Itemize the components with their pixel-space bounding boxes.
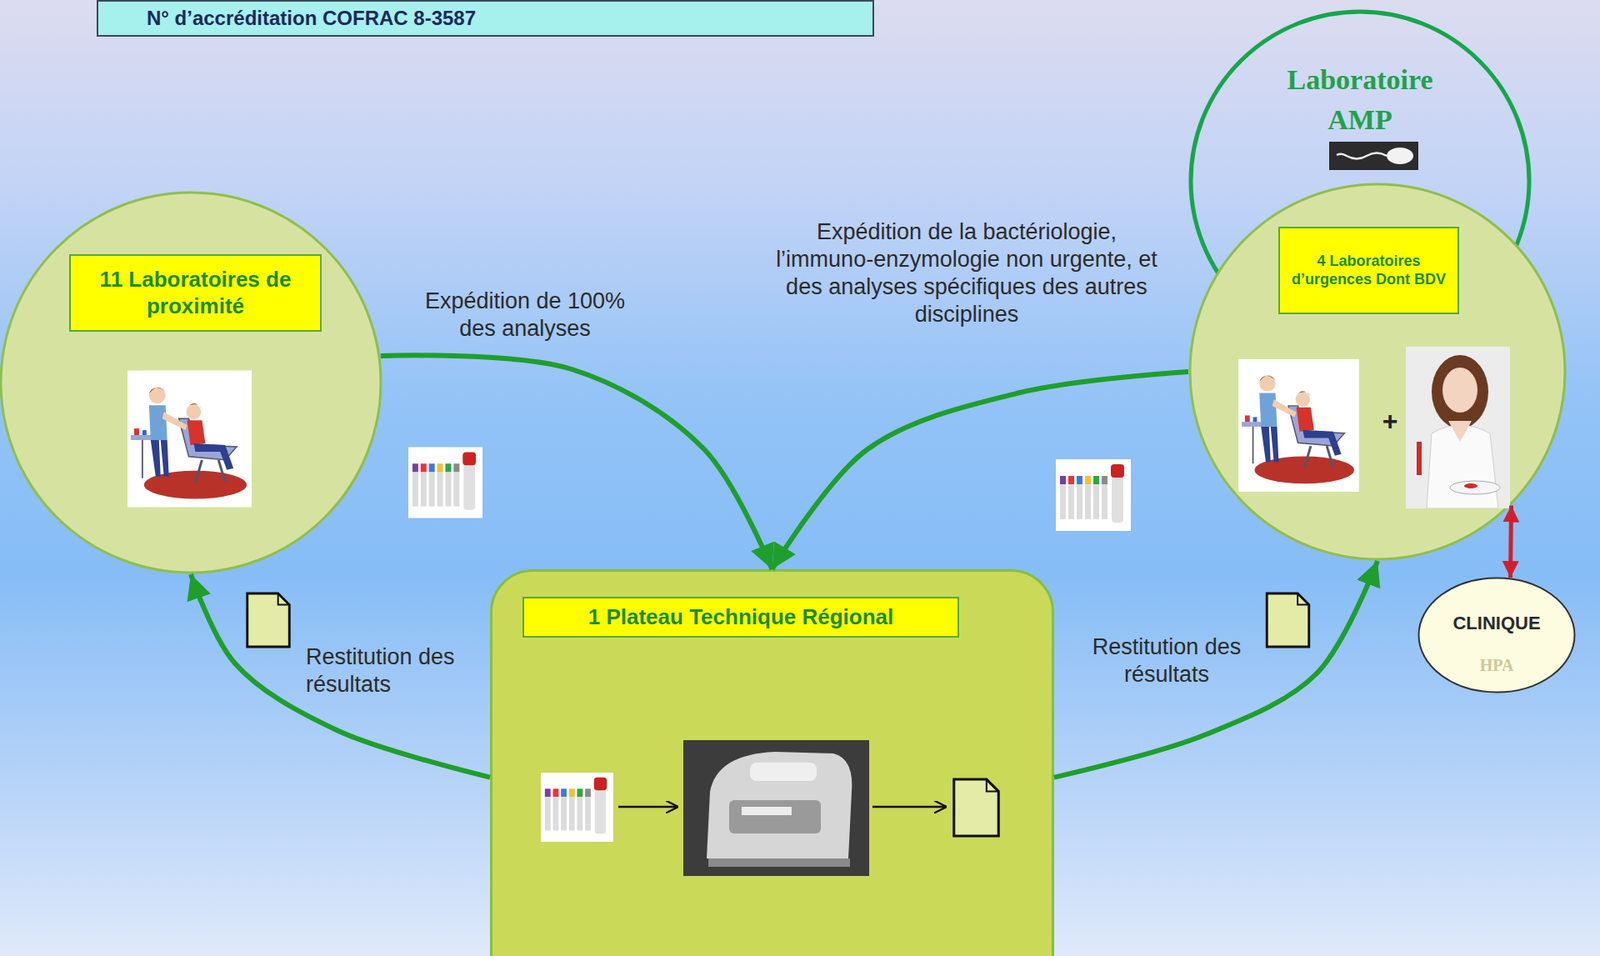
analyzer-machine <box>729 800 821 834</box>
patient-drawing <box>1238 359 1360 492</box>
lab-technician-photo <box>1426 425 1499 509</box>
lab-technician-photo <box>1405 346 1510 509</box>
clinic-ellipse-outline <box>1417 576 1576 694</box>
lab-technician-photo <box>1416 441 1422 475</box>
process-arrow <box>872 805 947 809</box>
double-arrow <box>1510 505 1511 579</box>
ellipse-shape <box>1419 578 1575 693</box>
edge-label: Restitution des résultats <box>305 643 456 699</box>
node-text: N° d’accréditation COFRAC 8-3587 <box>146 6 476 30</box>
lab-technician-photo <box>1431 355 1489 429</box>
flow-arrow <box>380 355 773 570</box>
edge-label: Expédition de 100% des analyses <box>410 287 640 343</box>
analyzer-machine <box>683 740 870 876</box>
lab-technician-photo <box>1464 483 1478 489</box>
node-text: HPA <box>1480 655 1515 675</box>
flow-arrow <box>772 371 1190 570</box>
analyzer-machine <box>741 806 792 815</box>
analyzer-machine <box>750 762 817 781</box>
header-box: N° d’accréditation COFRAC 8-3587 <box>96 0 875 37</box>
plus-sign: + <box>1382 405 1399 437</box>
platform-box: 1 Plateau Technique Régional <box>490 569 1055 956</box>
lab-circle: 4 Laboratoires d’urgences Dont BDV <box>1188 182 1567 561</box>
label-box: 1 Plateau Technique Régional <box>522 596 960 638</box>
process-arrow <box>618 806 947 808</box>
circle-shape <box>0 192 381 573</box>
lab-technician-photo <box>1405 346 1510 509</box>
edge-label: Expédition de la bactériologie, l’immuno… <box>766 218 1167 329</box>
lab-technician-photo <box>1442 367 1478 413</box>
lab-technician-photo <box>1448 420 1472 442</box>
rounded-box <box>491 570 1054 956</box>
label-box: 11 Laboratoires de proximité <box>69 254 322 332</box>
analyzer-machine <box>708 858 850 867</box>
flow-arrow <box>190 574 490 778</box>
result-document <box>954 779 999 836</box>
sperm-icon <box>1386 147 1414 165</box>
sperm-icon <box>1329 141 1419 170</box>
process-arrow <box>618 805 679 809</box>
sperm-icon <box>1329 141 1419 170</box>
sample-tubes <box>540 772 614 842</box>
lab-circle: 11 Laboratoires de proximité <box>0 190 383 575</box>
sample-tubes <box>408 446 483 518</box>
label-box: 4 Laboratoires d’urgences Dont BDV <box>1278 226 1460 315</box>
sample-tubes <box>1055 459 1131 531</box>
node-text: CLINIQUE <box>1452 612 1540 635</box>
analyzer-machine <box>683 740 870 876</box>
result-document <box>247 593 290 647</box>
lab-technician-photo <box>1450 480 1500 495</box>
result-document <box>1266 593 1310 647</box>
lab-circle-outline <box>0 190 383 575</box>
clinic-ellipse: CLINIQUE HPA <box>1417 576 1576 694</box>
patient-drawing <box>127 370 252 508</box>
node-text: Laboratoire AMP <box>1264 60 1456 140</box>
sperm-icon <box>1336 153 1387 160</box>
analyzer-machine <box>706 751 852 859</box>
header-rect <box>97 0 874 36</box>
circle-shape <box>1190 184 1565 560</box>
flow-arrow <box>1054 560 1378 778</box>
edge-label: Restitution des résultats <box>1091 633 1242 689</box>
